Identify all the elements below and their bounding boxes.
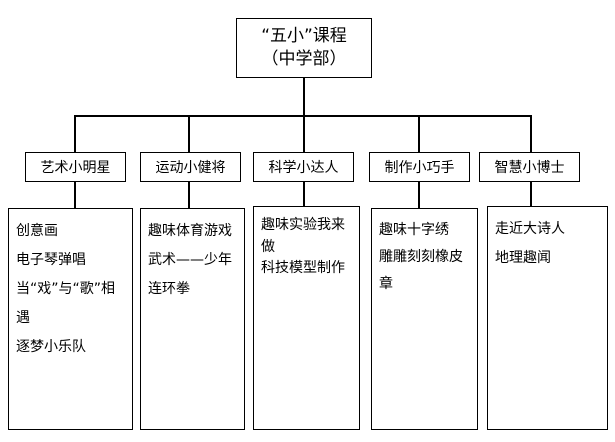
course-list-wisdom: 走近大诗人 地理趣闻 — [487, 206, 608, 430]
connector-root-stem — [303, 78, 305, 116]
course-list-sports: 趣味体育游戏 武术——少年连环拳 — [140, 208, 245, 430]
course-item: 当“戏”与“歌”相遇 — [16, 281, 116, 326]
root-node-line-1: “五小”课程 — [261, 26, 347, 47]
category-header-sports[interactable]: 运动小健将 — [140, 152, 241, 182]
connector-bus-to-header-4 — [418, 115, 420, 152]
category-header-wisdom-label: 智慧小博士 — [494, 160, 565, 176]
course-item: 走近大诗人 — [495, 221, 565, 237]
connector-bus-to-header-5 — [530, 115, 532, 152]
course-list-science: 趣味实验我来做 科技模型制作 — [253, 206, 360, 430]
connector-header-3-to-content — [303, 182, 305, 209]
connector-header-5-to-content — [530, 182, 532, 209]
connector-bus-to-header-3 — [303, 115, 305, 152]
course-item: 地理趣闻 — [495, 250, 551, 266]
category-header-science[interactable]: 科学小达人 — [253, 152, 354, 182]
course-item: 趣味体育游戏 — [148, 223, 232, 239]
course-item: 趣味实验我来做 — [261, 217, 345, 255]
category-header-sports-label: 运动小健将 — [155, 160, 226, 176]
course-item: 趣味十字绣 — [379, 222, 449, 238]
category-header-science-label: 科学小达人 — [268, 160, 339, 176]
course-item: 逐梦小乐队 — [16, 339, 86, 355]
connector-header-1-to-content — [74, 182, 76, 209]
course-item: 科技模型制作 — [261, 260, 345, 276]
root-node-title-course: “五小”课程 （中学部） — [236, 18, 372, 78]
connector-bus-to-header-2 — [188, 115, 190, 152]
category-header-crafts[interactable]: 制作小巧手 — [369, 152, 470, 182]
course-item: 创意画 — [16, 223, 58, 239]
category-header-art[interactable]: 艺术小明星 — [25, 152, 126, 182]
connector-bus-to-header-1 — [74, 115, 76, 152]
course-item: 武术——少年连环拳 — [148, 252, 232, 297]
category-header-wisdom[interactable]: 智慧小博士 — [479, 152, 580, 182]
root-node-line-2: （中学部） — [261, 49, 347, 69]
course-list-crafts: 趣味十字绣 雕雕刻刻橡皮章 — [371, 208, 478, 430]
course-item: 雕雕刻刻橡皮章 — [379, 249, 463, 292]
category-header-crafts-label: 制作小巧手 — [384, 160, 455, 176]
course-item: 电子琴弹唱 — [16, 252, 86, 268]
connector-header-4-to-content — [418, 182, 420, 209]
connector-header-2-to-content — [188, 182, 190, 209]
category-header-art-label: 艺术小明星 — [40, 160, 111, 176]
course-list-art: 创意画 电子琴弹唱 当“戏”与“歌”相遇 逐梦小乐队 — [8, 208, 133, 430]
connector-horizontal-bus — [74, 115, 531, 117]
